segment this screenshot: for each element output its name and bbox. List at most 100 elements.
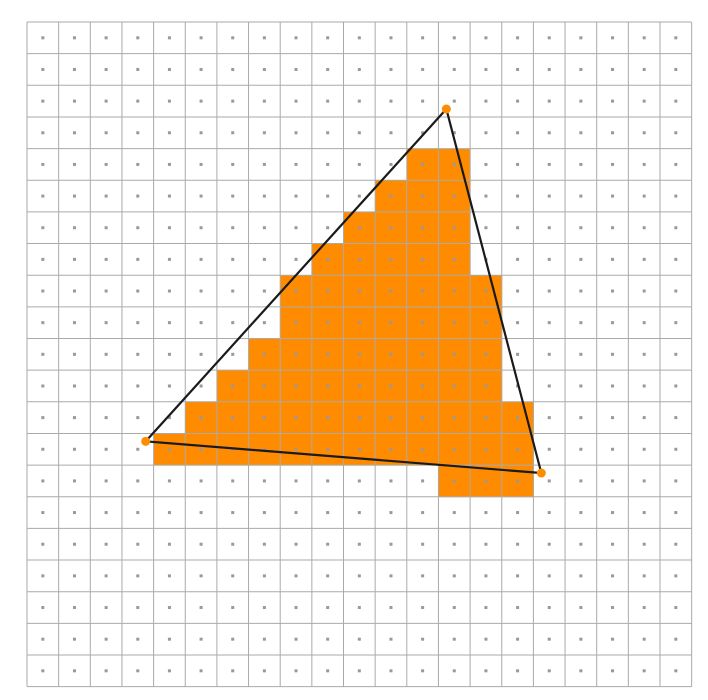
pixel-center-dot [294,574,298,578]
pixel-center-dot [231,542,235,546]
pixel-center-dot [611,321,615,325]
pixel-center-dot [389,36,393,40]
pixel-center-dot [642,352,646,356]
pixel-center-dot [294,131,298,135]
pixel-center-dot [357,352,361,356]
pixel-center-dot [452,542,456,546]
pixel-center-dot [72,194,76,198]
pixel-center-dot [452,194,456,198]
pixel-center-dot [231,67,235,71]
pixel-center-dot [579,574,583,578]
pixel-center-dot [389,321,393,325]
pixel-center-dot [231,289,235,293]
pixel-center-dot [389,352,393,356]
pixel-center-dot [516,257,520,261]
pixel-center-dot [326,99,330,103]
pixel-center-dot [674,226,678,230]
pixel-center-dot [516,447,520,451]
pixel-center-dot [484,384,488,388]
pixel-center-dot [41,289,45,293]
pixel-center-dot [136,479,140,483]
pixel-center-dot [421,289,425,293]
pixel-center-dot [547,447,551,451]
pixel-center-dot [421,36,425,40]
pixel-center-dot [326,606,330,610]
pixel-center-dot [231,606,235,610]
pixel-center-dot [579,67,583,71]
pixel-center-dot [611,67,615,71]
pixel-center-dot [357,669,361,673]
pixel-center-dot [452,669,456,673]
pixel-center-dot [104,226,108,230]
pixel-center-dot [611,416,615,420]
pixel-center-dot [167,416,171,420]
pixel-center-dot [199,606,203,610]
pixel-center-dot [674,352,678,356]
pixel-center-dot [104,669,108,673]
pixel-center-dot [452,416,456,420]
pixel-center-dot [484,606,488,610]
pixel-center-dot [262,226,266,230]
pixel-center-dot [579,511,583,515]
pixel-center-dot [516,352,520,356]
pixel-center-dot [516,606,520,610]
pixel-center-dot [104,542,108,546]
pixel-center-dot [484,67,488,71]
pixel-center-dot [41,67,45,71]
pixel-center-dot [294,162,298,166]
pixel-center-dot [611,637,615,641]
pixel-center-dot [516,479,520,483]
pixel-center-dot [579,131,583,135]
pixel-center-dot [294,606,298,610]
pixel-center-dot [104,67,108,71]
pixel-center-dot [642,606,646,610]
pixel-center-dot [294,226,298,230]
pixel-center-dot [484,352,488,356]
pixel-center-dot [294,511,298,515]
pixel-center-dot [611,162,615,166]
pixel-center-dot [642,289,646,293]
pixel-center-dot [199,194,203,198]
pixel-center-dot [326,542,330,546]
pixel-center-dot [326,289,330,293]
pixel-center-dot [136,226,140,230]
pixel-center-dot [167,226,171,230]
pixel-center-dot [516,226,520,230]
pixel-center-dot [136,384,140,388]
grid-lines [26,21,693,688]
pixel-center-dot [516,542,520,546]
pixel-center-dot [516,574,520,578]
pixel-center-dot [611,669,615,673]
pixel-center-dot [674,67,678,71]
pixel-center-dot [421,99,425,103]
pixel-center-dot [389,479,393,483]
pixel-center-dot [199,131,203,135]
pixel-center-dot [547,321,551,325]
pixel-center-dot [547,67,551,71]
pixel-center-dot [389,194,393,198]
pixel-center-dot [72,131,76,135]
pixel-center-dot [452,606,456,610]
pixel-center-dot [199,511,203,515]
pixel-center-dot [136,99,140,103]
pixel-center-dot [167,257,171,261]
pixel-center-dot [674,257,678,261]
pixel-center-dot [452,447,456,451]
pixel-center-dot [167,99,171,103]
pixel-center-dot [231,257,235,261]
pixel-center-dot [294,257,298,261]
pixel-center-dot [199,226,203,230]
pixel-center-dot [389,416,393,420]
pixel-center-dot [167,67,171,71]
pixel-center-dot [199,447,203,451]
pixel-center-dot [199,321,203,325]
pixel-center-dot [167,606,171,610]
pixel-center-dot [611,542,615,546]
pixel-center-dot [484,511,488,515]
pixel-center-dot [199,162,203,166]
pixel-center-dot [72,321,76,325]
pixel-center-dot [104,257,108,261]
pixel-center-dot [231,352,235,356]
pixel-center-dot [262,99,266,103]
pixel-center-dot [72,542,76,546]
